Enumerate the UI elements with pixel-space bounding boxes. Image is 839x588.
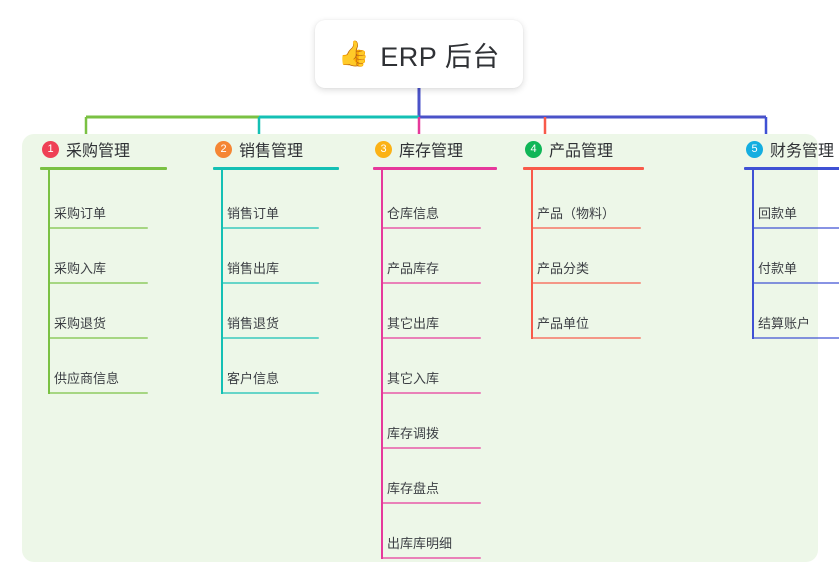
thumbs-up-icon: 👍 [338, 39, 370, 68]
branch-stem-5 [752, 167, 754, 339]
child-item[interactable]: 客户信息 [213, 354, 331, 394]
child-item[interactable]: 产品库存 [373, 244, 493, 284]
child-item-underline [381, 502, 481, 504]
child-item-label: 结算账户 [758, 316, 811, 331]
child-item-underline [221, 392, 319, 394]
branch-title-1: 采购管理 [66, 143, 131, 160]
child-item-underline [752, 227, 839, 229]
child-item-label: 出库库明细 [387, 536, 453, 551]
branch-badge-2: 2 [215, 140, 232, 158]
child-item-label: 仓库信息 [387, 206, 440, 221]
branch-header-1[interactable]: 1 采购管理 [40, 134, 130, 164]
branch-badge-4: 4 [525, 140, 542, 158]
child-item-label: 产品（物料） [537, 206, 616, 221]
child-item-label: 销售订单 [227, 206, 280, 221]
child-item-underline [381, 227, 481, 229]
child-item-underline [381, 557, 481, 559]
child-item-underline [48, 337, 148, 339]
branch-header-3[interactable]: 3 库存管理 [373, 134, 463, 164]
child-item[interactable]: 其它入库 [373, 354, 493, 394]
branch-5: 5 财务管理回款单付款单结算账户 [744, 134, 839, 339]
child-item-label: 采购退货 [54, 316, 107, 331]
branch-stem-4 [531, 167, 533, 339]
branch-title-3: 库存管理 [399, 143, 464, 160]
child-item-label: 销售退货 [227, 316, 280, 331]
child-item-underline [221, 227, 319, 229]
child-item-label: 采购入库 [54, 261, 107, 276]
child-item-label: 库存盘点 [387, 481, 440, 496]
child-item-label: 产品库存 [387, 261, 440, 276]
child-item-underline [48, 392, 148, 394]
branch-3: 3 库存管理仓库信息产品库存其它出库其它入库库存调拨库存盘点出库库明细 [373, 134, 497, 559]
child-item-label: 供应商信息 [54, 371, 120, 386]
child-item-label: 库存调拨 [387, 426, 440, 441]
branch-1: 1 采购管理采购订单采购入库采购退货供应商信息 [40, 134, 167, 394]
branch-header-4[interactable]: 4 产品管理 [523, 134, 613, 164]
branch-4: 4 产品管理产品（物料） 产品分类产品单位 [523, 134, 644, 339]
child-item[interactable]: 库存调拨 [373, 409, 493, 449]
child-item[interactable]: 销售退货 [213, 299, 331, 339]
child-item-underline [381, 447, 481, 449]
child-item[interactable]: 采购退货 [40, 299, 160, 339]
child-item[interactable]: 产品（物料） [523, 189, 653, 229]
child-item-label: 回款单 [758, 206, 798, 221]
branch-stem-3 [381, 167, 383, 559]
branch-title-5: 财务管理 [770, 143, 835, 160]
child-item-underline [381, 392, 481, 394]
branch-badge-1: 1 [42, 140, 59, 158]
child-item[interactable]: 采购订单 [40, 189, 160, 229]
child-item-underline [221, 337, 319, 339]
child-item-label: 销售出库 [227, 261, 280, 276]
root-node[interactable]: 👍 ERP 后台 [315, 20, 523, 88]
child-item[interactable]: 销售订单 [213, 189, 331, 229]
branch-badge-3: 3 [375, 140, 392, 158]
child-item-underline [221, 282, 319, 284]
child-item[interactable]: 其它出库 [373, 299, 493, 339]
branch-stem-1 [48, 167, 50, 394]
branch-header-2[interactable]: 2 销售管理 [213, 134, 303, 164]
branch-underline-3 [373, 167, 497, 170]
child-item-underline [531, 227, 641, 229]
child-item-label: 付款单 [758, 261, 798, 276]
child-item[interactable]: 库存盘点 [373, 464, 493, 504]
child-item-underline [531, 282, 641, 284]
child-item[interactable]: 结算账户 [744, 299, 839, 339]
child-item[interactable]: 销售出库 [213, 244, 331, 284]
child-item[interactable]: 回款单 [744, 189, 839, 229]
branch-header-5[interactable]: 5 财务管理 [744, 134, 834, 164]
child-item-underline [381, 337, 481, 339]
child-item-label: 其它出库 [387, 316, 440, 331]
branch-underline-2 [213, 167, 339, 170]
child-item-label: 产品单位 [537, 316, 590, 331]
branch-2: 2 销售管理销售订单销售出库销售退货客户信息 [213, 134, 339, 394]
branch-stem-2 [221, 167, 223, 394]
branch-underline-5 [744, 167, 839, 170]
child-item-underline [48, 282, 148, 284]
child-item-label: 其它入库 [387, 371, 440, 386]
child-item[interactable]: 供应商信息 [40, 354, 160, 394]
branch-underline-1 [40, 167, 167, 170]
child-item[interactable]: 付款单 [744, 244, 839, 284]
child-item-label: 客户信息 [227, 371, 280, 386]
child-item-label: 产品分类 [537, 261, 590, 276]
child-item-underline [531, 337, 641, 339]
child-item-underline [752, 282, 839, 284]
child-item-underline [48, 227, 148, 229]
child-item[interactable]: 采购入库 [40, 244, 160, 284]
branches-panel: 1 采购管理采购订单采购入库采购退货供应商信息 2 销售管理销售订单销售出库销售退货客… [22, 134, 839, 562]
branch-underline-4 [523, 167, 644, 170]
child-item[interactable]: 产品单位 [523, 299, 653, 339]
root-node-label: ERP 后台 [380, 41, 500, 72]
child-item[interactable]: 产品分类 [523, 244, 653, 284]
child-item[interactable]: 仓库信息 [373, 189, 493, 229]
branch-badge-5: 5 [746, 140, 763, 158]
child-item-underline [381, 282, 481, 284]
child-item-label: 采购订单 [54, 206, 107, 221]
branch-title-2: 销售管理 [239, 143, 304, 160]
child-item-underline [752, 337, 839, 339]
branch-title-4: 产品管理 [549, 143, 614, 160]
child-item[interactable]: 出库库明细 [373, 519, 493, 559]
